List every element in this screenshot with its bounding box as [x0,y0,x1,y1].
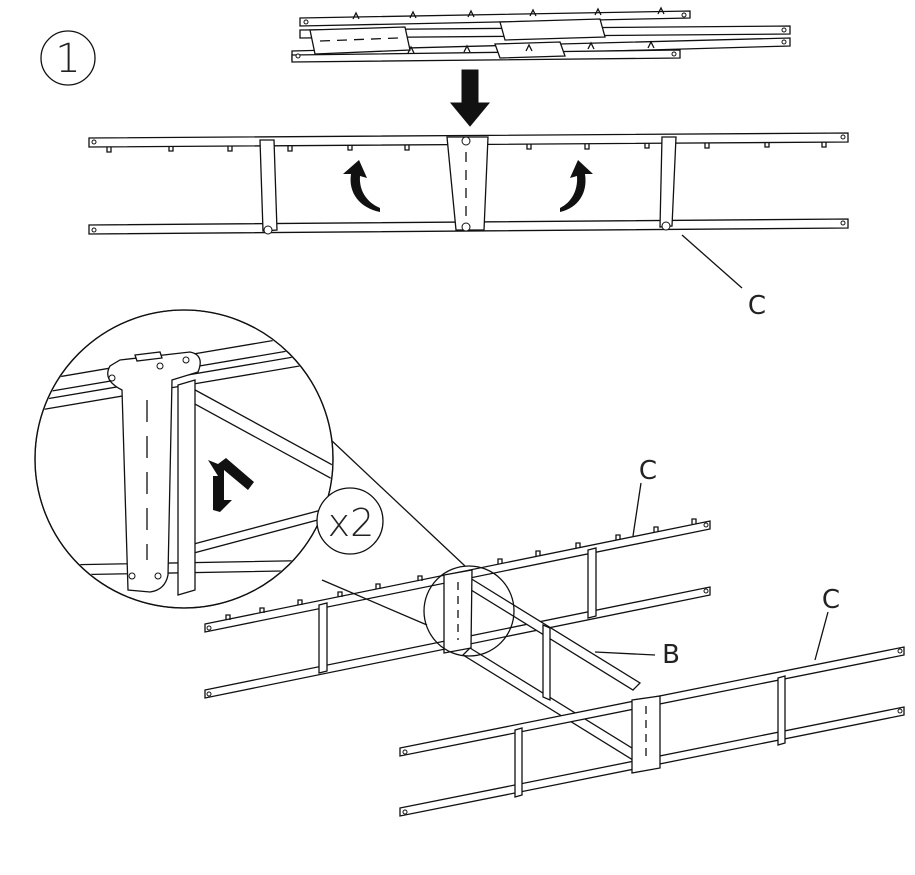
folded-frame [291,6,791,63]
insert-down-arrow-icon [208,458,254,512]
detail-callout: x2 [34,309,515,657]
step-number-badge: 1 [40,30,96,86]
unfolded-frame: C [88,132,849,321]
rotate-right-arrow-icon [560,160,593,212]
label-crossbar: B [662,640,680,670]
down-arrow-icon [449,69,491,127]
label-rail-left: C [639,456,657,486]
rotate-left-arrow-icon [343,160,380,212]
step-number: 1 [55,36,80,82]
label-rail-top: C [748,291,766,321]
label-rail-right: C [822,585,840,615]
detail-multiplier: x2 [328,501,375,545]
assembled-frame: C B C [204,456,905,817]
